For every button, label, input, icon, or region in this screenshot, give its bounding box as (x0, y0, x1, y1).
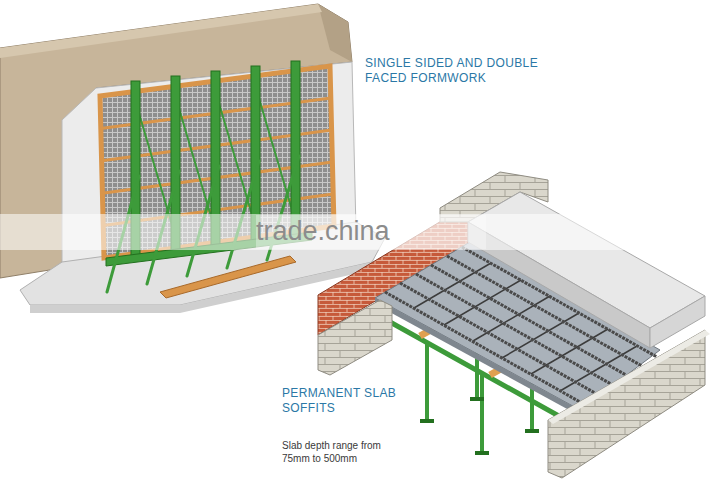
prop-base (420, 419, 434, 423)
front-block-wall (548, 330, 705, 478)
rebar-cross (414, 263, 491, 308)
side-block-wall (318, 300, 392, 375)
panel-bracing (255, 85, 295, 220)
soldier-beam (291, 61, 300, 237)
front-block-wall (548, 330, 710, 424)
watermark: trade.china (256, 215, 486, 249)
prop-base (525, 429, 539, 433)
rebar-main (385, 292, 580, 402)
prop-base (475, 451, 489, 455)
rebar-cross (473, 296, 550, 341)
panel-bracing (175, 95, 215, 230)
embankment (318, 4, 352, 62)
floor-prop (480, 374, 484, 452)
prop-base (470, 397, 484, 401)
front-block-wall (548, 330, 710, 478)
watermark-band (0, 214, 716, 250)
section-heading: SINGLE SIDED AND DOUBLE FACED FORMWORK (365, 56, 545, 86)
prop-base (420, 397, 539, 455)
rebar-cross (531, 329, 608, 374)
watermark-band (0, 214, 716, 250)
note-text: Slab depth range from 75mm to 500mm (282, 440, 382, 465)
panel-bracing (215, 90, 255, 225)
floor-prop (425, 343, 429, 420)
section-heading: PERMANENT SLAB SOFFITS (282, 386, 404, 416)
rebar-cross (502, 313, 579, 358)
steel-deck (375, 298, 580, 416)
side-block-wall (318, 300, 392, 375)
rebar-cross (444, 280, 521, 325)
embankment (0, 4, 322, 58)
